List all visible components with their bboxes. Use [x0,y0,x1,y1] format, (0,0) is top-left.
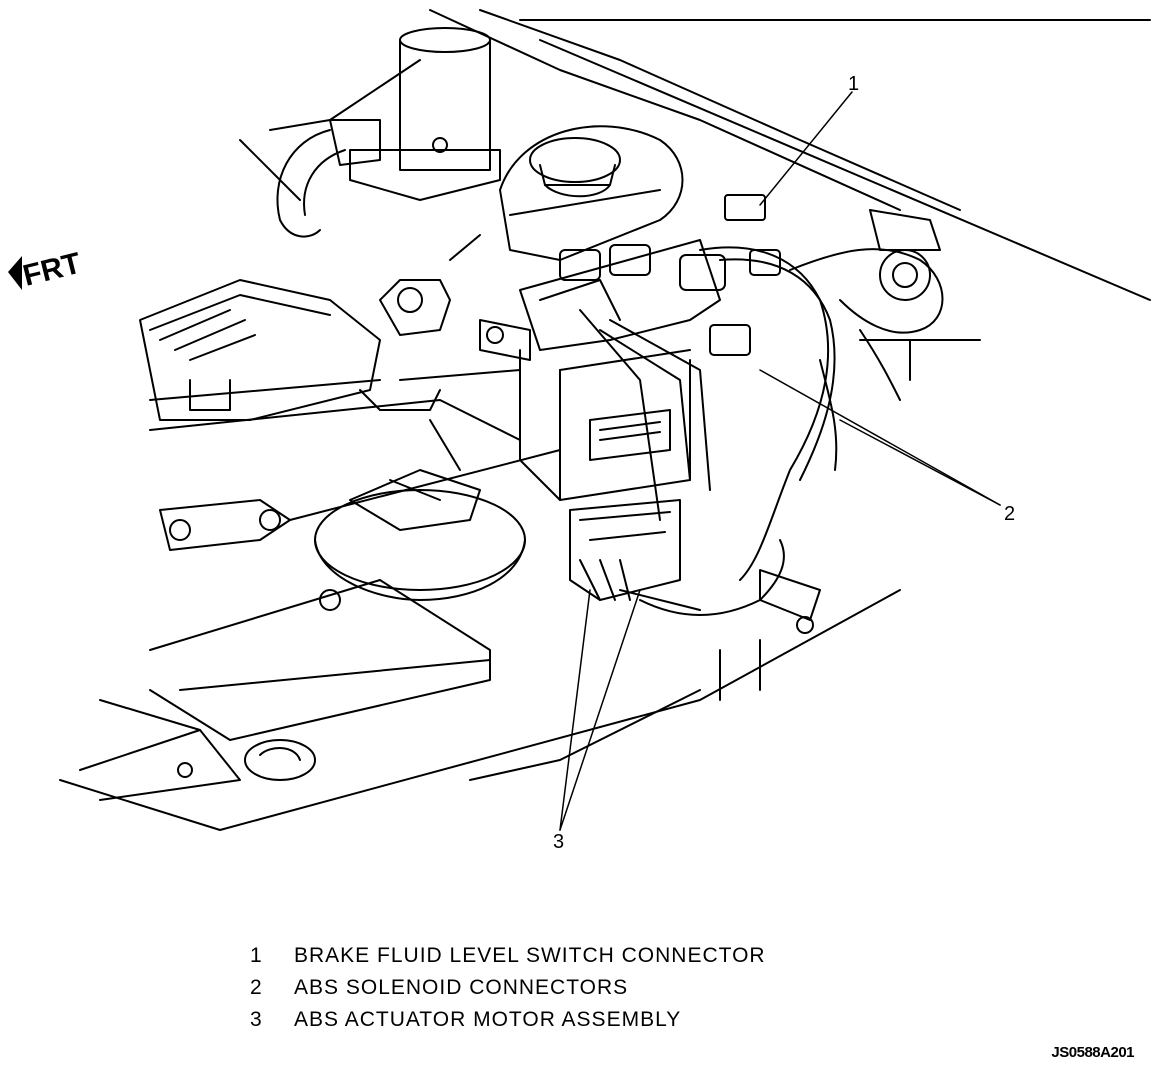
callout-3: 3 [553,831,564,853]
legend-number: 1 [250,944,263,967]
legend-item: 1 BRAKE FLUID LEVEL SWITCH CONNECTOR [250,944,850,976]
leader-line-1 [759,91,853,206]
air-intake-housing [139,279,521,441]
legend-text: BRAKE FLUID LEVEL SWITCH CONNECTOR [294,944,766,967]
legend-item: 3 ABS ACTUATOR MOTOR ASSEMBLY [250,1008,850,1040]
leader-lines [559,91,1001,831]
lower-frame [59,449,901,831]
callout-1: 1 [848,73,859,95]
front-label: FRT [20,247,85,293]
leader-line-2a [759,369,1001,506]
abs-modulator-body [479,239,721,501]
solenoid-connector-a [709,324,751,356]
upper-reservoir [276,27,501,238]
front-direction-indicator: FRT [8,247,84,293]
wiring-harness [619,194,944,616]
brake-lines [359,309,711,521]
legend-text: ABS ACTUATOR MOTOR ASSEMBLY [294,1008,682,1031]
abs-motor-assembly [569,499,681,601]
leader-line-2b [839,419,1001,506]
leader-line-3b [559,589,641,831]
legend-item: 2 ABS SOLENOID CONNECTORS [250,976,850,1008]
legend: 1 BRAKE FLUID LEVEL SWITCH CONNECTOR 2 A… [250,944,850,1040]
legend-number: 2 [250,976,263,999]
booster-canister [314,419,526,601]
legend-text: ABS SOLENOID CONNECTORS [294,976,629,999]
solenoid-connector-b [749,249,781,276]
figure-id: JS0588A201 [1051,1044,1134,1061]
callout-2: 2 [1004,503,1015,525]
legend-number: 3 [250,1008,263,1031]
fluid-level-switch-connector [724,194,766,221]
master-cylinder-reservoir [379,125,684,336]
leader-line-3a [559,589,591,831]
front-arrow-icon [8,256,22,290]
